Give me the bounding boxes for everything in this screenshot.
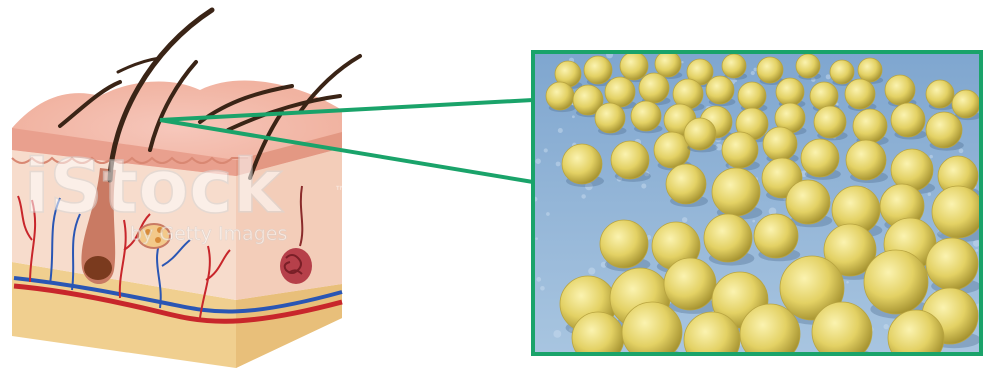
bacterium bbox=[864, 250, 928, 314]
bacterium bbox=[888, 310, 944, 366]
texture-speck bbox=[959, 149, 964, 154]
bacterium bbox=[722, 54, 746, 78]
bacterium bbox=[853, 109, 887, 143]
texture-speck bbox=[928, 193, 931, 196]
texture-speck bbox=[641, 184, 646, 189]
texture-speck bbox=[572, 115, 575, 118]
bacterium bbox=[595, 103, 625, 133]
bacterium bbox=[763, 127, 797, 161]
texture-speck bbox=[588, 268, 595, 275]
bacterium bbox=[885, 75, 915, 105]
bacterium bbox=[664, 258, 716, 310]
texture-speck bbox=[751, 71, 755, 75]
texture-speck bbox=[544, 148, 548, 152]
bacterium bbox=[932, 186, 984, 238]
bacterium bbox=[754, 214, 798, 258]
bacterium bbox=[845, 79, 875, 109]
bacterium bbox=[704, 214, 752, 262]
watermark-trademark: ™ bbox=[334, 184, 348, 200]
texture-speck bbox=[846, 281, 849, 284]
texture-speck bbox=[884, 324, 889, 329]
bacterium bbox=[776, 78, 804, 106]
texture-speck bbox=[826, 74, 831, 79]
bacterium bbox=[926, 80, 954, 108]
bacterium bbox=[926, 112, 962, 148]
bacterium bbox=[810, 82, 838, 110]
bacterium bbox=[620, 52, 648, 80]
texture-speck bbox=[556, 162, 561, 167]
bacterium bbox=[600, 220, 648, 268]
texture-speck bbox=[535, 158, 541, 164]
texture-speck bbox=[546, 212, 550, 216]
texture-speck bbox=[681, 61, 683, 63]
texture-speck bbox=[536, 277, 541, 282]
bacterium bbox=[796, 54, 820, 78]
texture-speck bbox=[540, 286, 545, 291]
bacterium bbox=[706, 76, 734, 104]
texture-speck bbox=[558, 128, 563, 133]
bacterium bbox=[786, 180, 830, 224]
bacterium bbox=[639, 73, 669, 103]
bacterium bbox=[738, 82, 766, 110]
bacterium bbox=[722, 132, 758, 168]
bacterium bbox=[891, 103, 925, 137]
bacterium bbox=[952, 90, 980, 118]
bacterium bbox=[546, 82, 574, 110]
watermark-credit: by Getty Images bbox=[130, 223, 287, 245]
bacterium bbox=[814, 106, 846, 138]
bacterium-shadow bbox=[690, 355, 743, 372]
bacterium bbox=[830, 60, 854, 84]
bacterium bbox=[757, 57, 783, 83]
texture-speck bbox=[535, 237, 538, 240]
bacterium bbox=[926, 238, 978, 290]
watermark-brand: iStock bbox=[24, 144, 284, 230]
bacterium bbox=[684, 118, 716, 150]
bacterium bbox=[631, 101, 661, 131]
texture-speck bbox=[581, 194, 585, 198]
bacterium bbox=[666, 164, 706, 204]
bacterium bbox=[655, 51, 681, 77]
bacterium bbox=[712, 168, 760, 216]
magnified-inset bbox=[533, 51, 984, 372]
texture-speck bbox=[929, 155, 932, 158]
bacterium bbox=[605, 77, 635, 107]
bacterium bbox=[846, 140, 886, 180]
texture-speck bbox=[975, 249, 978, 252]
bacterium bbox=[801, 139, 839, 177]
hair-bulb bbox=[84, 256, 112, 280]
bacterium bbox=[684, 312, 740, 368]
bacterium bbox=[611, 141, 649, 179]
bacterium bbox=[584, 56, 612, 84]
bacterium bbox=[572, 312, 624, 364]
texture-speck bbox=[752, 220, 755, 223]
bacterium bbox=[858, 58, 882, 82]
texture-speck bbox=[553, 330, 561, 338]
texture-speck bbox=[682, 217, 687, 222]
bacterium bbox=[562, 144, 602, 184]
